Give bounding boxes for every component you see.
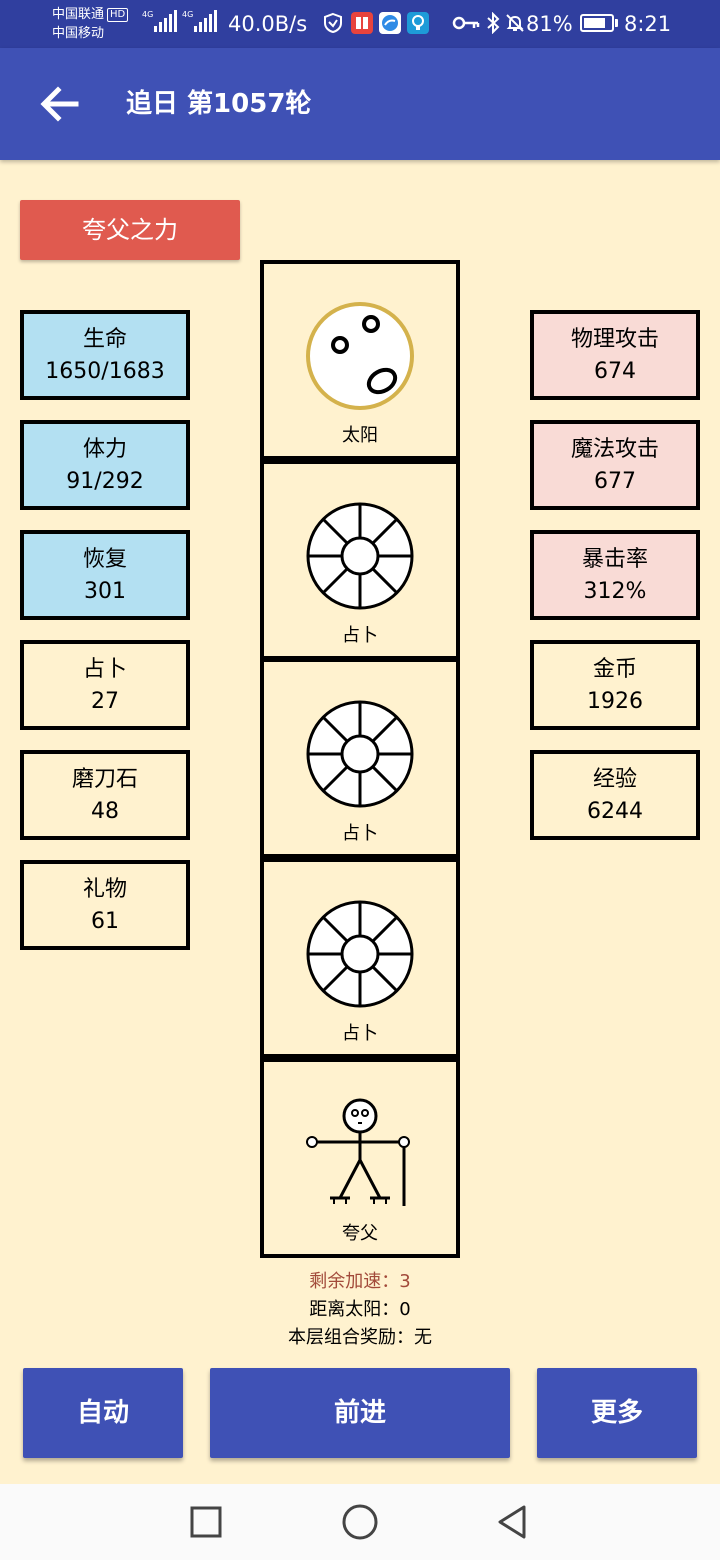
- network-type-2: 4G: [182, 10, 194, 19]
- page-title: 追日 第1057轮: [126, 89, 312, 119]
- recents-button[interactable]: [186, 1502, 226, 1542]
- stat-physical-attack: 物理攻击 674: [530, 310, 700, 400]
- remaining-acceleration: 剩余加速：3: [309, 1271, 411, 1292]
- browser-app-icon: [379, 12, 401, 34]
- distance-to-sun: 距离太阳：0: [309, 1299, 411, 1320]
- stat-label: 占卜: [82, 657, 127, 682]
- tower-cell-label: 占卜: [342, 1023, 378, 1044]
- back-nav-button[interactable]: [492, 1502, 532, 1542]
- signal-icon: 4G: [182, 10, 217, 32]
- network-type-1: 4G: [142, 10, 154, 19]
- tower-cell-kuafu[interactable]: 夸父: [260, 1058, 460, 1258]
- triangle-back-icon: [498, 1505, 526, 1539]
- home-button[interactable]: [340, 1502, 380, 1542]
- stat-value: 91/292: [66, 469, 144, 494]
- kuafu-stickman-icon: [306, 1098, 410, 1206]
- back-button[interactable]: [30, 76, 90, 132]
- stat-label: 恢复: [82, 547, 127, 572]
- clock: 8:21: [624, 12, 672, 36]
- stat-label: 金币: [592, 657, 637, 682]
- stat-value: 1650/1683: [45, 359, 165, 384]
- net-speed: 40.0B/s: [228, 12, 308, 36]
- stat-value: 61: [91, 909, 119, 934]
- app-bar: 追日 第1057轮: [0, 48, 720, 160]
- stat-value: 1926: [587, 689, 643, 714]
- more-button[interactable]: 更多: [537, 1368, 697, 1458]
- stat-label: 磨刀石: [71, 767, 138, 792]
- tower-cell-divination[interactable]: 占卜: [260, 460, 460, 660]
- shield-icon: [324, 12, 342, 34]
- divination-wheel-icon: [306, 700, 414, 808]
- stat-recovery: 恢复 301: [20, 530, 190, 620]
- divination-wheel-icon: [306, 502, 414, 610]
- signal-icon: 4G: [142, 10, 177, 32]
- carrier-2: 中国移动: [52, 26, 105, 41]
- navigation-bar: [0, 1484, 720, 1560]
- carrier-1: 中国联通: [52, 7, 105, 22]
- stat-value: 48: [91, 799, 119, 824]
- battery-tip: [615, 19, 618, 27]
- tower-cell-label: 占卜: [342, 823, 378, 844]
- hd-badge: HD: [107, 8, 129, 22]
- tower-cell-sun[interactable]: 太阳: [260, 260, 460, 460]
- stat-gift: 礼物 61: [20, 860, 190, 950]
- stat-gold: 金币 1926: [530, 640, 700, 730]
- stat-value: 674: [594, 359, 636, 384]
- stat-label: 礼物: [82, 877, 127, 902]
- tower-cell-label: 夸父: [342, 1223, 378, 1244]
- mute-icon: [506, 14, 524, 32]
- forward-button[interactable]: 前进: [210, 1368, 510, 1458]
- stat-stamina: 体力 91/292: [20, 420, 190, 510]
- stat-value: 6244: [587, 799, 643, 824]
- tower-cell-divination[interactable]: 占卜: [260, 858, 460, 1058]
- stat-label: 经验: [592, 767, 637, 792]
- square-icon: [190, 1506, 222, 1538]
- stat-label: 体力: [82, 437, 127, 462]
- bluetooth-icon: [487, 12, 500, 34]
- stat-hp: 生命 1650/1683: [20, 310, 190, 400]
- kuafu-power-button[interactable]: 夸父之力: [20, 200, 240, 260]
- stat-whetstone: 磨刀石 48: [20, 750, 190, 840]
- auto-button[interactable]: 自动: [23, 1368, 183, 1458]
- stat-label: 暴击率: [581, 547, 648, 572]
- stat-experience: 经验 6244: [530, 750, 700, 840]
- stat-label: 魔法攻击: [570, 437, 659, 462]
- bulb-app-icon: [407, 12, 429, 34]
- divination-wheel-icon: [306, 900, 414, 1008]
- key-icon: [452, 16, 480, 30]
- stat-magic-attack: 魔法攻击 677: [530, 420, 700, 510]
- sun-icon: [306, 302, 414, 410]
- stat-value: 677: [594, 469, 636, 494]
- battery-icon: [580, 14, 614, 32]
- stat-value: 301: [84, 579, 126, 604]
- battery-percent: 81%: [526, 12, 573, 36]
- layer-combo-reward: 本层组合奖励：无: [288, 1327, 432, 1348]
- arrow-left-icon: [40, 86, 79, 122]
- stat-label: 生命: [82, 327, 127, 352]
- circle-icon: [342, 1504, 378, 1540]
- stat-crit-rate: 暴击率 312%: [530, 530, 700, 620]
- tower-cell-label: 占卜: [342, 625, 378, 646]
- stat-divination: 占卜 27: [20, 640, 190, 730]
- stat-value: 312%: [583, 579, 647, 604]
- stat-label: 物理攻击: [570, 327, 659, 352]
- book-app-icon: [351, 12, 373, 34]
- tower-cell-label: 太阳: [342, 425, 378, 446]
- stat-value: 27: [91, 689, 119, 714]
- battery-fill: [584, 18, 605, 28]
- tower-cell-divination[interactable]: 占卜: [260, 658, 460, 858]
